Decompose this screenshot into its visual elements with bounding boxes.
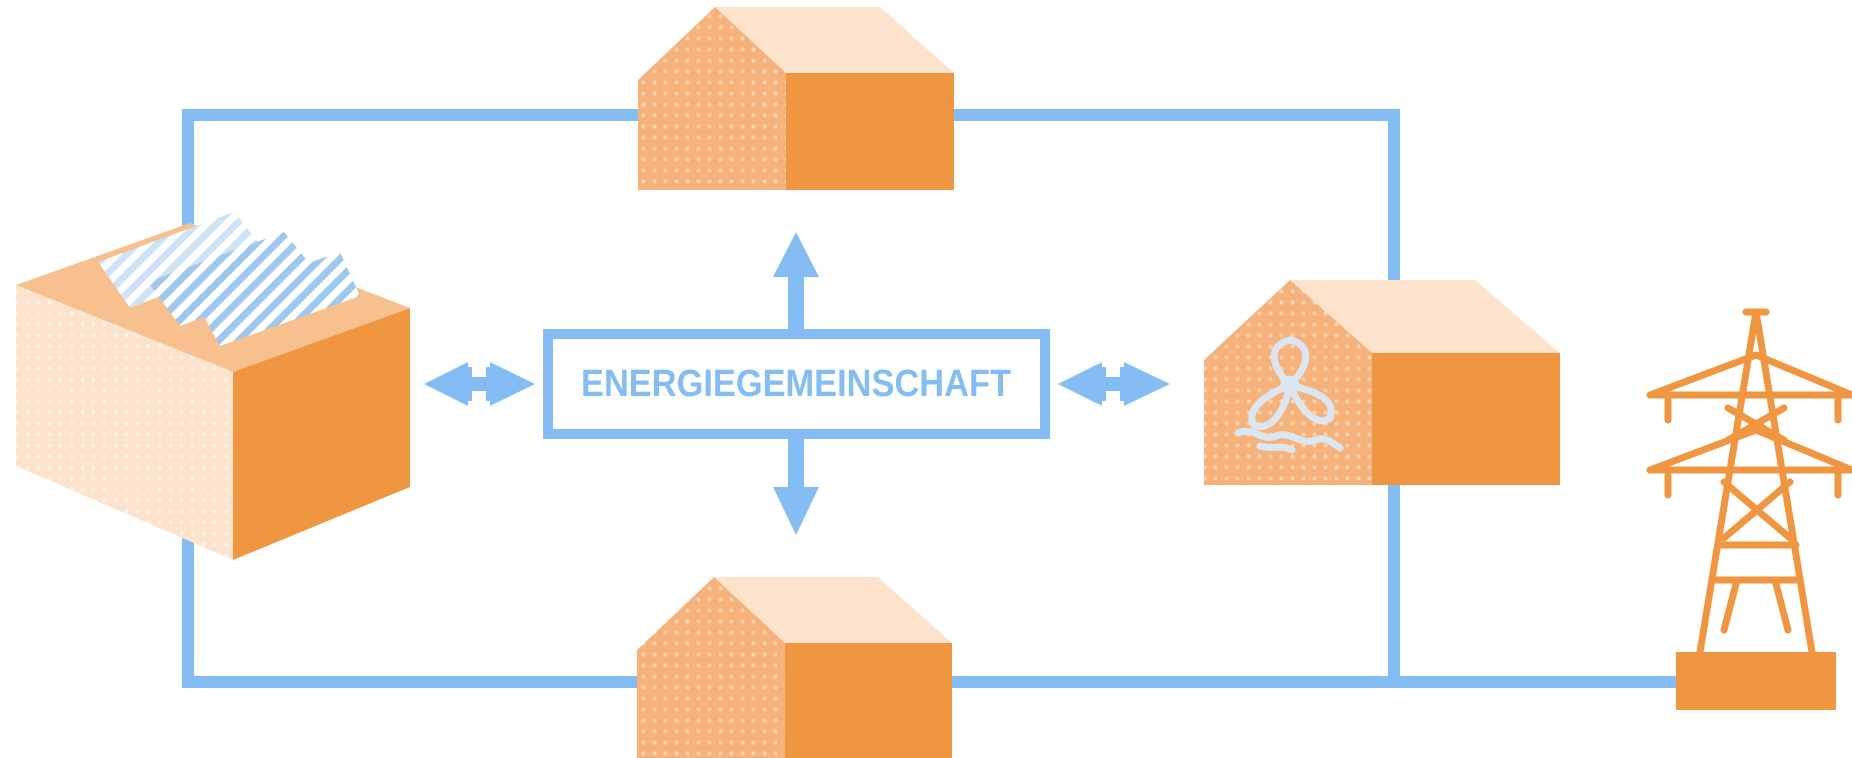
house-top-roof xyxy=(715,7,954,73)
energy-community-label: ENERGIEGEMEINSCHAFT xyxy=(581,363,1011,405)
house-top-front xyxy=(786,73,954,190)
house-bottom-gable xyxy=(637,577,785,758)
house-bottom-front xyxy=(785,643,952,758)
house-heatpump-front xyxy=(1372,353,1560,485)
fan-icon xyxy=(1234,336,1344,454)
house-heatpump xyxy=(1204,280,1560,485)
power-pylon-icon xyxy=(1646,308,1852,710)
house-heatpump-roof xyxy=(1290,280,1560,353)
house-solar-front-wall xyxy=(233,308,410,560)
house-solar xyxy=(16,212,410,560)
arrow-left-bidirectional xyxy=(424,362,535,406)
arrow-down xyxy=(773,439,819,535)
arrow-right-bidirectional xyxy=(1058,362,1170,406)
solar-panels-icon xyxy=(98,212,360,346)
energy-community-box: ENERGIEGEMEINSCHAFT xyxy=(543,329,1050,439)
house-bottom xyxy=(637,577,952,758)
house-top xyxy=(638,7,954,190)
house-solar-left-wall xyxy=(16,285,233,560)
house-top-gable xyxy=(638,7,786,190)
power-pylon-base xyxy=(1676,652,1836,710)
house-bottom-roof xyxy=(714,577,952,643)
energy-community-frame xyxy=(543,329,1050,439)
arrow-up xyxy=(773,232,819,330)
